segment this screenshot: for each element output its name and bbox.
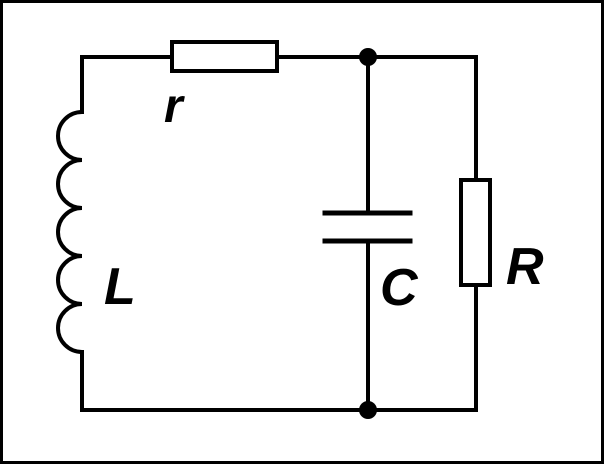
label-r: r [164,80,185,133]
inductor-symbol [56,110,83,354]
label-C: C [380,259,419,317]
label-R: R [506,238,544,296]
junction-dot-top [359,48,377,66]
resistor-load-symbol [459,178,492,287]
resistor-r-symbol [170,40,279,73]
junction-dot-bottom [359,401,377,419]
label-L: L [104,258,136,316]
